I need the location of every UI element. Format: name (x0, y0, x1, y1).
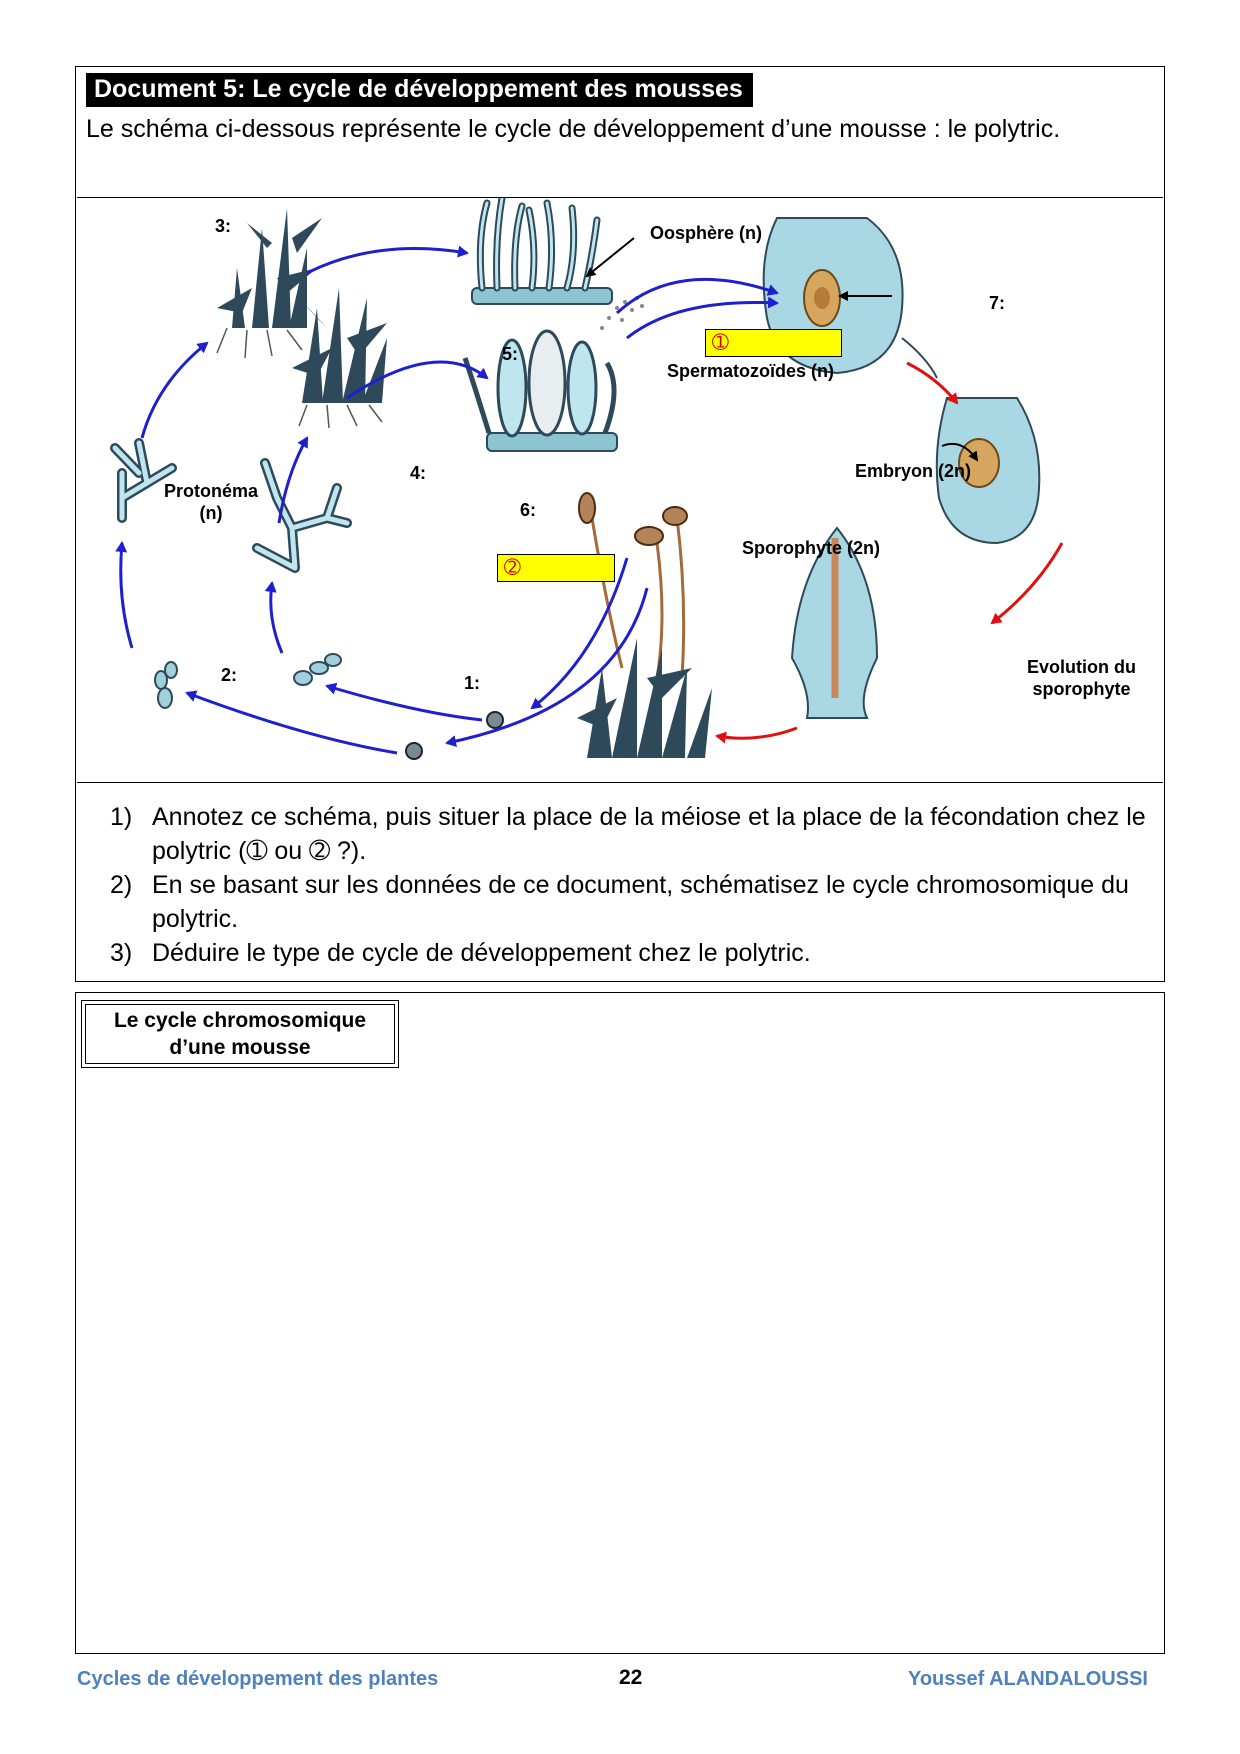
antheridia-cluster (462, 329, 618, 452)
red-arrows (715, 361, 1064, 744)
label-number-7: 7: (989, 293, 1006, 313)
question-1-number: 1) (110, 803, 133, 831)
oosphere-label: Oosphère (n) (650, 223, 763, 243)
question-2-text: En se basant sur les données de ce docum… (152, 871, 1129, 933)
answer-area-title-line1: Le cycle chromosomique (113, 1009, 367, 1032)
protonema-label-line1: Protonéma (164, 481, 259, 501)
spermatozoids-label: Spermatozoïdes (n) (667, 361, 835, 381)
question-1-text: Annotez ce schéma, puis situer la place … (152, 803, 1146, 865)
label-number-6: 6: (520, 500, 537, 520)
moss-with-sporophytes (577, 492, 712, 758)
label-number-3: 3: (215, 216, 232, 236)
question-3: 3) Déduire le type de cycle de développe… (110, 936, 1150, 970)
evolution-label-line2: sporophyte (1032, 679, 1131, 699)
embryo-label: Embryon (2n) (855, 461, 972, 481)
protonema-label-line2: (n) (199, 503, 223, 523)
answer-box-2[interactable]: ➁ (497, 554, 615, 582)
answer-area-title: Le cycle chromosomique d’une mousse (81, 1000, 399, 1068)
label-number-5: 5: (502, 344, 519, 364)
spore-2 (405, 742, 423, 760)
document-title: Document 5: Le cycle de développement de… (86, 73, 753, 107)
protonema-label: Protonéma (n) (164, 480, 258, 524)
answer-box-1[interactable]: ➀ (705, 329, 842, 357)
answer-area-title-line2: d’une mousse (169, 1036, 311, 1059)
question-1: 1) Annotez ce schéma, puis situer la pla… (110, 800, 1150, 868)
document-frame (75, 66, 1165, 982)
question-list: 1) Annotez ce schéma, puis situer la pla… (110, 800, 1150, 970)
moss-plant-4 (292, 288, 387, 403)
question-3-number: 3) (110, 939, 133, 967)
footer-author: Youssef ALANDALOUSSI (907, 1668, 1148, 1690)
question-3-text: Déduire le type de cycle de développemen… (152, 939, 811, 967)
question-2: 2) En se basant sur les données de ce do… (110, 868, 1150, 936)
answer-area[interactable] (75, 992, 1165, 1654)
spore-1 (486, 711, 504, 729)
spermatozoids (600, 296, 644, 330)
moss-cycle-diagram: 3: 4: 5: 6: 7: 2: 1: Oosphère (n) Sperma… (77, 197, 1163, 783)
question-2-number: 2) (110, 871, 133, 899)
evolution-label: Evolution du sporophyte (1027, 656, 1136, 700)
intro-text: Le schéma ci-dessous représente le cycle… (86, 115, 1061, 143)
pointer-lines (585, 237, 979, 462)
archegonia-cluster (471, 198, 613, 305)
label-number-1: 1: (464, 673, 481, 693)
label-number-4: 4: (410, 463, 427, 483)
evolution-label-line1: Evolution du (1027, 657, 1136, 677)
footer-page-number: 22 (619, 1666, 643, 1689)
footer-course-title: Cycles de développement des plantes (77, 1668, 439, 1690)
sporophyte-label: Sporophyte (2n) (742, 538, 880, 558)
germinating-spore (154, 653, 342, 709)
young-sporophyte (790, 526, 879, 719)
moss-plant-3 (217, 208, 322, 328)
answer-area-title-inner: Le cycle chromosomique d’une mousse (85, 1004, 395, 1064)
label-number-2: 2: (221, 665, 238, 685)
blue-arrows (115, 245, 779, 755)
